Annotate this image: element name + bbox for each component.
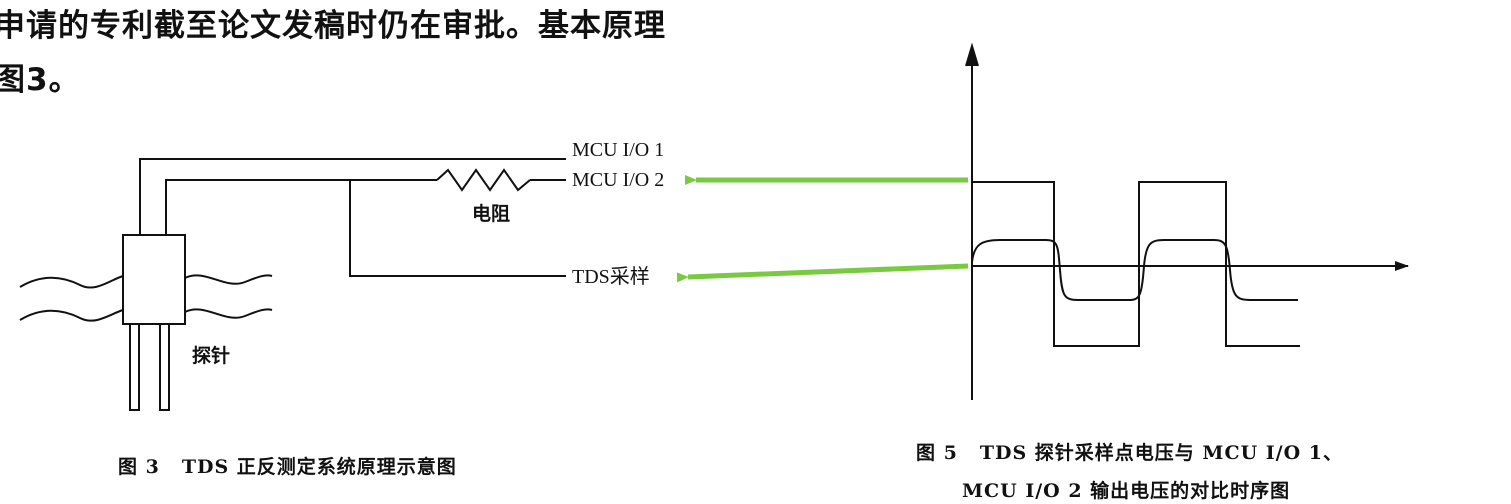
y-axis-arrowhead xyxy=(965,42,979,67)
arrow-to-tds-sample xyxy=(676,263,969,283)
sampling-wave xyxy=(971,239,1298,301)
figure3-schematic xyxy=(19,158,566,411)
water-wave-right-bottom xyxy=(184,308,273,319)
probe-body xyxy=(122,234,186,325)
water-wave-right-top xyxy=(184,274,273,285)
figure3-caption-text: TDS 正反测定系统原理示意图 xyxy=(181,456,457,478)
left-arrow-icon xyxy=(676,263,969,283)
wire-tds-sample xyxy=(349,180,566,277)
water-wave-left-top xyxy=(19,275,124,289)
figure5-caption-number: 图 5 xyxy=(916,442,958,464)
label-probe: 探针 xyxy=(192,344,230,367)
figure5-caption-line2: MCU I/O 2 输出电压的对比时序图 xyxy=(962,480,1291,502)
figure3-caption: 图 3 TDS 正反测定系统原理示意图 xyxy=(118,452,457,479)
wire-mcu-io1 xyxy=(139,158,566,235)
label-tds-sample: TDS采样 xyxy=(572,265,650,288)
figure5-caption-text-1: TDS 探针采样点电压与 MCU I/O 1、 xyxy=(979,442,1343,464)
resistor-zigzag xyxy=(436,168,531,192)
figure5-caption-line1: 图 5 TDS 探针采样点电压与 MCU I/O 1、 xyxy=(916,438,1343,465)
probe-pin-left xyxy=(129,323,140,411)
wire-mcu-io2-left xyxy=(165,179,437,235)
label-resistor: 电阻 xyxy=(472,202,510,225)
figure5-timing-diagram xyxy=(965,42,1409,400)
figure3-caption-number: 图 3 xyxy=(118,456,160,478)
water-wave-left-bottom xyxy=(19,309,124,322)
paragraph-line-1: 申请的专利截至论文发稿时仍在审批。基本原理 xyxy=(0,8,666,44)
label-mcu-io1: MCU I/O 1 xyxy=(572,139,664,161)
square-wave xyxy=(972,181,1300,347)
label-mcu-io2: MCU I/O 2 xyxy=(572,169,664,191)
paragraph-line-2: 图3。 xyxy=(0,62,81,98)
probe-pin-right xyxy=(159,323,170,411)
